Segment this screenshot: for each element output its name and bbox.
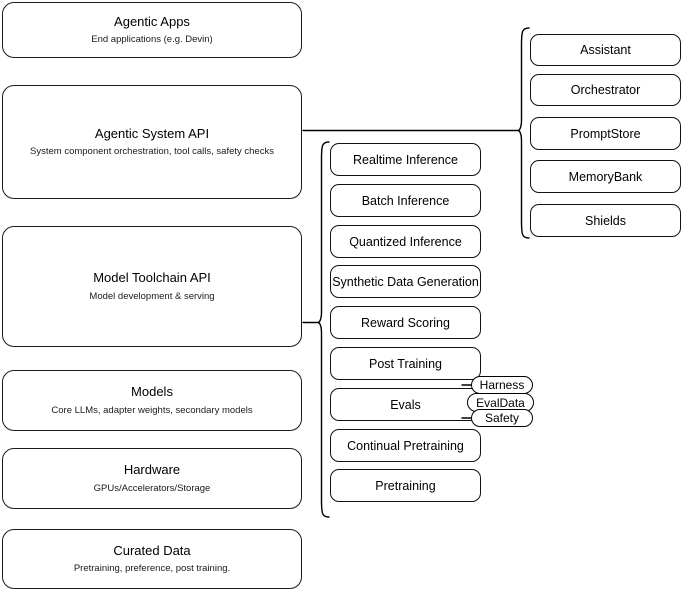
chip-realtime-inference[interactable]: Realtime Inference bbox=[330, 143, 481, 176]
layer-title: Agentic System API bbox=[94, 125, 210, 141]
layer-subtitle: Core LLMs, adapter weights, secondary mo… bbox=[51, 404, 253, 416]
chip-post-training[interactable]: Post Training bbox=[330, 347, 481, 380]
layer-subtitle: System component orchestration, tool cal… bbox=[30, 146, 274, 158]
layer-hardware[interactable]: Hardware GPUs/Accelerators/Storage bbox=[2, 448, 302, 509]
layer-curated-data[interactable]: Curated Data Pretraining, preference, po… bbox=[2, 529, 302, 589]
layer-models[interactable]: Models Core LLMs, adapter weights, secon… bbox=[2, 370, 302, 431]
pill-safety[interactable]: Safety bbox=[471, 409, 533, 427]
layer-title: Models bbox=[131, 384, 173, 400]
chip-evals[interactable]: Evals bbox=[330, 388, 481, 421]
chip-synthetic-data-generation[interactable]: Synthetic Data Generation bbox=[330, 265, 481, 298]
layer-title: Agentic Apps bbox=[114, 13, 190, 29]
chip-batch-inference[interactable]: Batch Inference bbox=[330, 184, 481, 217]
chip-shields[interactable]: Shields bbox=[530, 204, 681, 237]
chip-reward-scoring[interactable]: Reward Scoring bbox=[330, 306, 481, 339]
brace-right-column bbox=[517, 27, 530, 239]
layer-agentic-system-api[interactable]: Agentic System API System component orch… bbox=[2, 85, 302, 199]
pill-harness[interactable]: Harness bbox=[471, 376, 533, 394]
chip-pretraining[interactable]: Pretraining bbox=[330, 469, 481, 502]
layer-subtitle: Model development & serving bbox=[89, 290, 215, 302]
chip-memorybank[interactable]: MemoryBank bbox=[530, 160, 681, 193]
layer-subtitle: Pretraining, preference, post training. bbox=[73, 563, 231, 575]
layer-model-toolchain-api[interactable]: Model Toolchain API Model development & … bbox=[2, 226, 302, 347]
brace-middle-column bbox=[317, 141, 330, 518]
chip-assistant[interactable]: Assistant bbox=[530, 34, 681, 66]
layer-subtitle: GPUs/Accelerators/Storage bbox=[93, 482, 211, 494]
layer-title: Curated Data bbox=[113, 542, 191, 558]
layer-subtitle: End applications (e.g. Devin) bbox=[91, 34, 213, 46]
layer-agentic-apps[interactable]: Agentic Apps End applications (e.g. Devi… bbox=[2, 2, 302, 58]
chip-promptstore[interactable]: PromptStore bbox=[530, 117, 681, 150]
layer-title: Hardware bbox=[123, 462, 181, 478]
layer-title: Model Toolchain API bbox=[93, 270, 211, 286]
chip-orchestrator[interactable]: Orchestrator bbox=[530, 74, 681, 106]
chip-quantized-inference[interactable]: Quantized Inference bbox=[330, 225, 481, 258]
chip-continual-pretraining[interactable]: Continual Pretraining bbox=[330, 429, 481, 462]
